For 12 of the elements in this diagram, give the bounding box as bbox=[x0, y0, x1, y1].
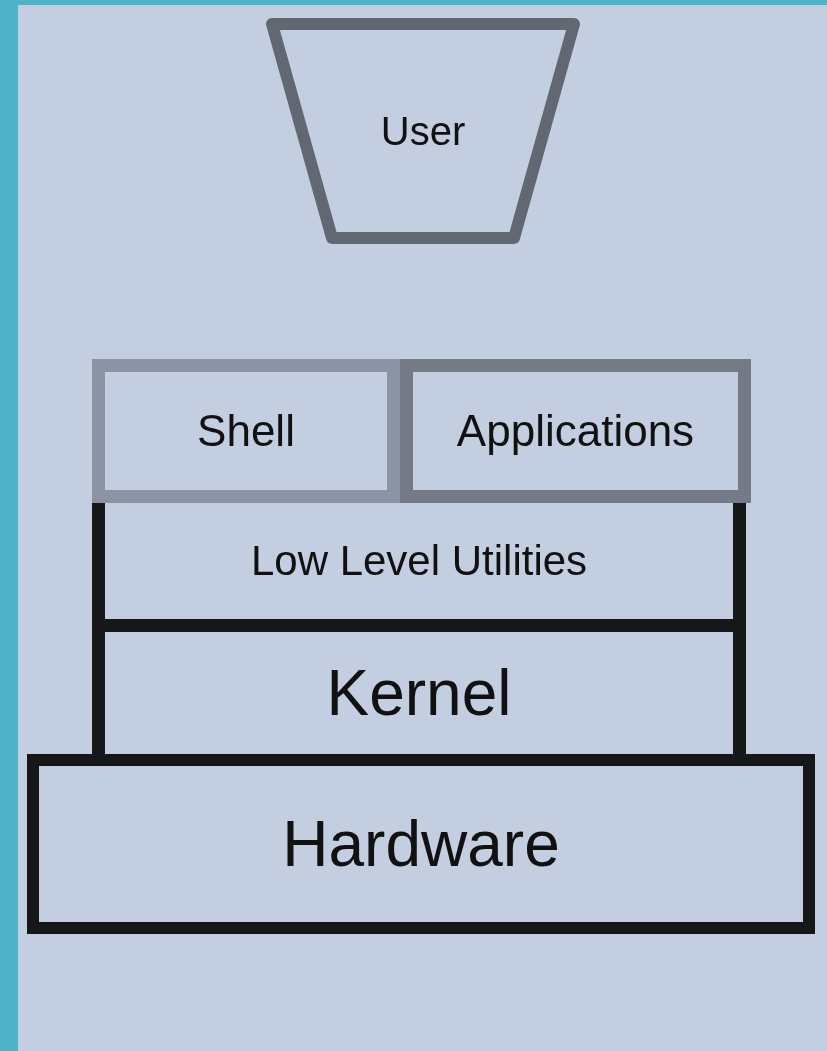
layer-label: Applications bbox=[456, 406, 695, 456]
layer-label: User bbox=[380, 108, 466, 154]
layer-label: Kernel bbox=[326, 656, 512, 730]
layer-box bbox=[27, 754, 815, 934]
layer-box bbox=[92, 632, 746, 754]
layer-label: Low Level Utilities bbox=[250, 537, 588, 585]
layer-box bbox=[92, 359, 400, 503]
layer-box bbox=[92, 503, 746, 632]
layer-label: Hardware bbox=[282, 807, 560, 881]
layer-box bbox=[400, 359, 751, 503]
trapezoid-shape bbox=[266, 18, 580, 244]
layer-label: Shell bbox=[197, 406, 295, 456]
